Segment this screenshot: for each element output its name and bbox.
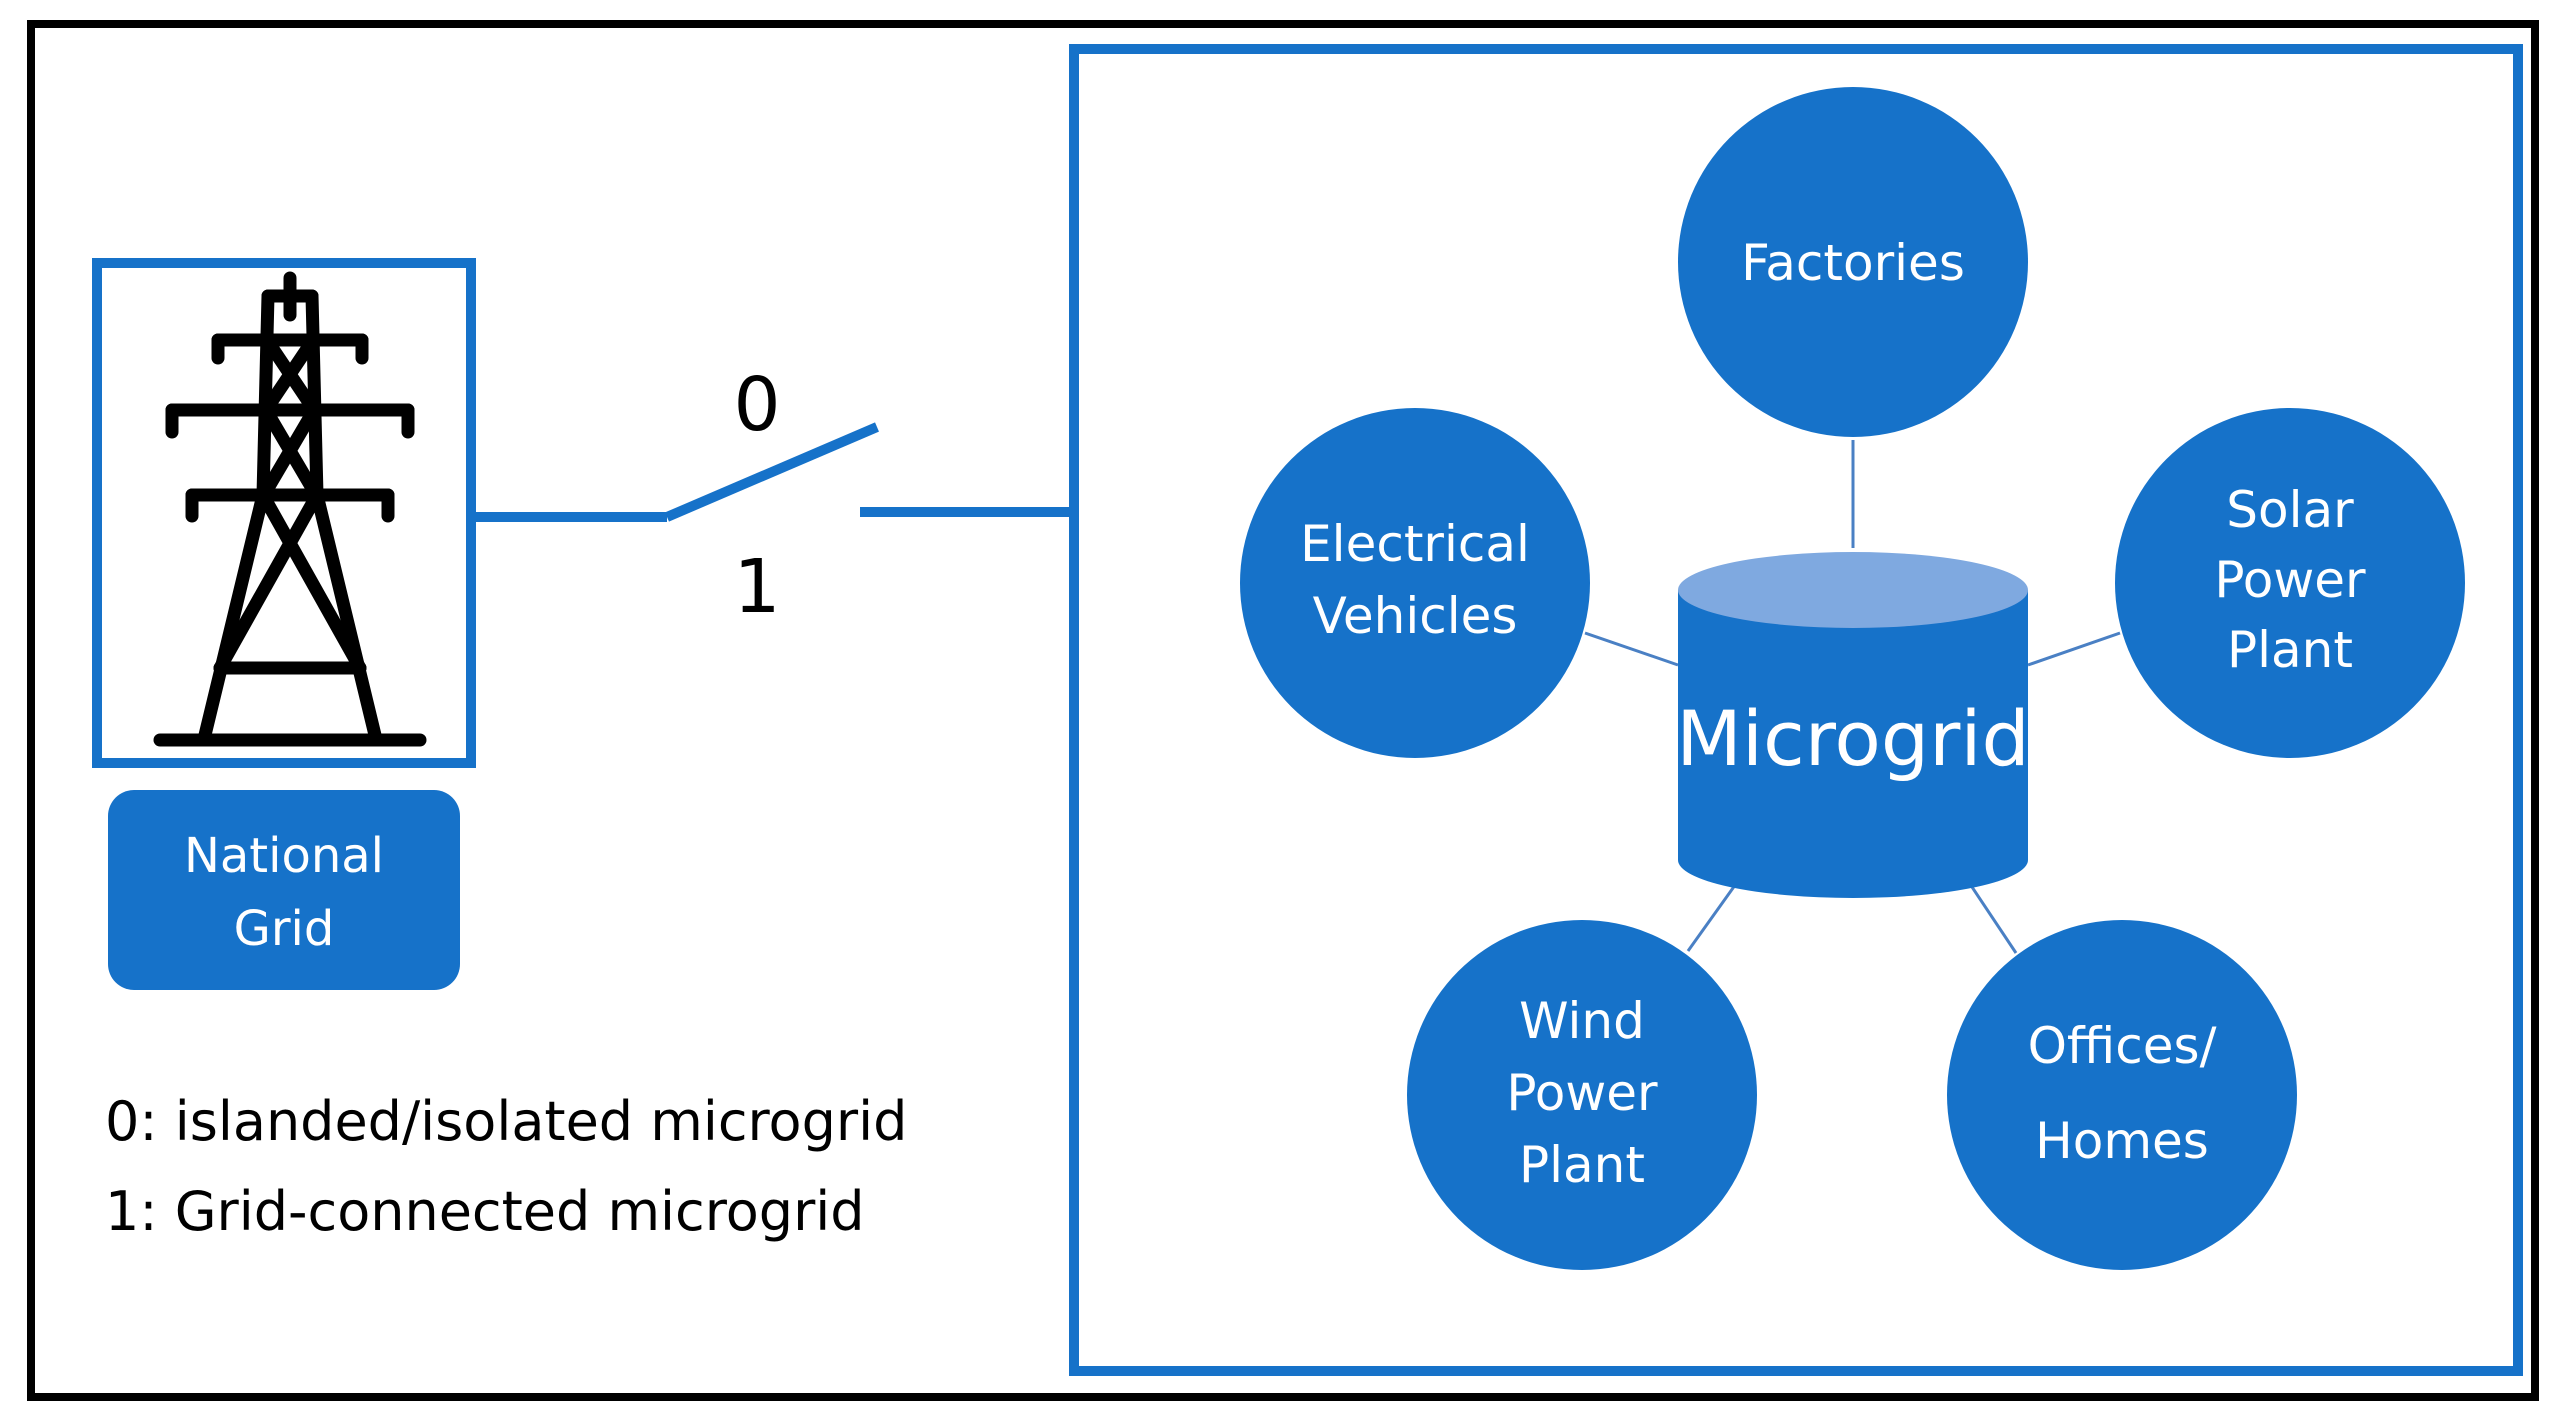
node-factories: Factories bbox=[1678, 87, 2028, 437]
connector-lines bbox=[1584, 440, 2121, 954]
node-offices-homes-line-1: Homes bbox=[2035, 1112, 2209, 1170]
legend-line-1: 1: Grid-connected microgrid bbox=[105, 1180, 865, 1243]
node-wind-power-plant-line-0: Wind bbox=[1519, 992, 1645, 1050]
switch-state-0: 0 bbox=[733, 362, 780, 448]
transmission-tower-icon bbox=[153, 271, 427, 747]
national-grid-label-line1: National bbox=[184, 828, 384, 884]
node-wind-power-plant: Wind Power Plant bbox=[1407, 920, 1757, 1270]
switch-state-1: 1 bbox=[733, 544, 780, 630]
node-solar-power-plant-line-1: Power bbox=[2214, 551, 2366, 609]
node-offices-homes-line-0: Offices/ bbox=[2028, 1017, 2217, 1075]
national-grid-icon-box bbox=[92, 258, 476, 768]
connector-solar-power-plant bbox=[2027, 631, 2121, 667]
node-wind-power-plant-line-2: Plant bbox=[1519, 1136, 1645, 1194]
node-wind-power-plant-line-1: Power bbox=[1506, 1064, 1658, 1122]
node-solar-power-plant-line-0: Solar bbox=[2226, 481, 2354, 539]
legend-line-0: 0: islanded/isolated microgrid bbox=[105, 1090, 907, 1153]
national-grid-label: National Grid bbox=[108, 790, 460, 990]
switch-lever bbox=[665, 422, 879, 522]
microgrid-label: Microgrid bbox=[1676, 694, 2029, 783]
grid-switch bbox=[471, 422, 1074, 522]
microgrid-cylinder: Microgrid bbox=[1676, 552, 2030, 898]
node-electrical-vehicles-line-0: Electrical bbox=[1300, 515, 1530, 573]
node-factories-line-0: Factories bbox=[1741, 234, 1965, 292]
node-solar-power-plant-line-2: Plant bbox=[2227, 621, 2353, 679]
legend: 0: islanded/isolated microgrid 1: Grid-c… bbox=[105, 1090, 907, 1243]
node-electrical-vehicles: Electrical Vehicles bbox=[1240, 408, 1590, 758]
national-grid-label-line2: Grid bbox=[234, 901, 335, 957]
node-solar-power-plant: Solar Power Plant bbox=[2115, 408, 2465, 758]
node-electrical-vehicles-line-1: Vehicles bbox=[1313, 587, 1518, 645]
node-offices-homes: Offices/ Homes bbox=[1947, 920, 2297, 1270]
connector-electrical-vehicles bbox=[1584, 631, 1679, 667]
